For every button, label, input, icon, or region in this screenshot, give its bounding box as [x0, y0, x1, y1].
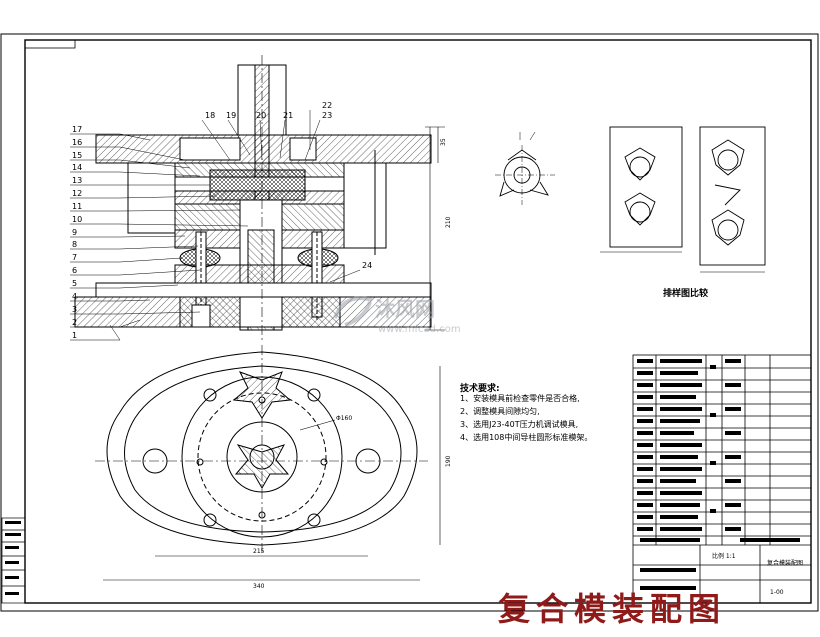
part-detail-view: [495, 131, 555, 205]
part-label: 15: [72, 151, 82, 160]
title-block: [632, 354, 812, 604]
technical-requirement-line: 2、调整模具间隙均匀,: [460, 407, 540, 416]
part-label: 1: [72, 331, 77, 340]
part-label: 2: [72, 318, 77, 327]
part-number-labels: 17 16 15 14 13 12 11 10 9 8 7 6 5 4 3 2 …: [72, 101, 452, 340]
drawing-code: 1-00: [770, 589, 784, 596]
technical-requirement-line: 4、选用108中间导柱圆形标准模架。: [460, 433, 593, 442]
section-view: [74, 55, 445, 340]
dim-plan-height: 190: [445, 455, 452, 467]
plan-view-dims: Φ160 215 340 190: [253, 415, 452, 590]
left-margin-stamp: [1, 517, 26, 604]
technical-requirements-title: 技术要求:: [460, 384, 500, 394]
drawing-name: 复合模装配图: [767, 559, 803, 567]
part-label: 20: [256, 111, 266, 120]
part-label: 23: [322, 111, 332, 120]
part-label: 11: [72, 202, 82, 211]
part-leaders: [70, 110, 361, 341]
part-label: 5: [72, 279, 77, 288]
watermark-logo-icon: [333, 296, 373, 327]
scale-label: 比例 1:1: [712, 552, 736, 560]
part-label: 24: [362, 261, 372, 270]
dim-upper-plate: 35: [440, 138, 447, 146]
part-label: 4: [72, 292, 77, 301]
dim-plan-inner-width: 215: [253, 548, 265, 555]
plan-view: [95, 345, 441, 581]
technical-requirement-line: 1、安装模具前检查零件是否合格,: [460, 394, 580, 403]
dim-total-height: 210: [445, 216, 452, 228]
title-block-text: 比例 1:1 复合模装配图 1-00: [712, 552, 803, 596]
left-margin-stamp-text: [5, 521, 21, 595]
outer-border: [0, 33, 819, 612]
strip-layout-b: [699, 126, 766, 273]
part-label: 14: [72, 163, 82, 172]
strip-layout-a: [600, 126, 683, 253]
technical-requirement-line: 3、选用J23-40T压力机调试模具,: [460, 420, 579, 429]
drawing-caption: 复合模装配图: [498, 590, 727, 628]
part-label: 22: [322, 101, 332, 110]
inner-frame: [24, 39, 812, 604]
dim-plan-outer-width: 340: [253, 583, 265, 590]
watermark: 沐风网 www.mfcad.com: [333, 296, 461, 335]
title-block-entries: [637, 359, 800, 590]
part-label: 18: [205, 111, 215, 120]
part-label: 6: [72, 266, 77, 275]
part-label: 7: [72, 253, 77, 262]
part-label: 10: [72, 215, 82, 224]
strip-layout-caption: 排样图比较: [663, 289, 709, 299]
part-label: 3: [72, 305, 77, 314]
part-label: 19: [226, 111, 236, 120]
dim-plan-diameter: Φ160: [336, 415, 352, 422]
part-label: 9: [72, 228, 77, 237]
part-label: 17: [72, 125, 82, 134]
watermark-brand: 沐风网: [375, 297, 435, 321]
part-label: 16: [72, 138, 82, 147]
part-label: 21: [283, 111, 293, 120]
part-label: 12: [72, 189, 82, 198]
part-label: 13: [72, 176, 82, 185]
watermark-url: www.mfcad.com: [378, 324, 461, 335]
part-label: 8: [72, 240, 77, 249]
corner-tag-box: [24, 39, 76, 49]
